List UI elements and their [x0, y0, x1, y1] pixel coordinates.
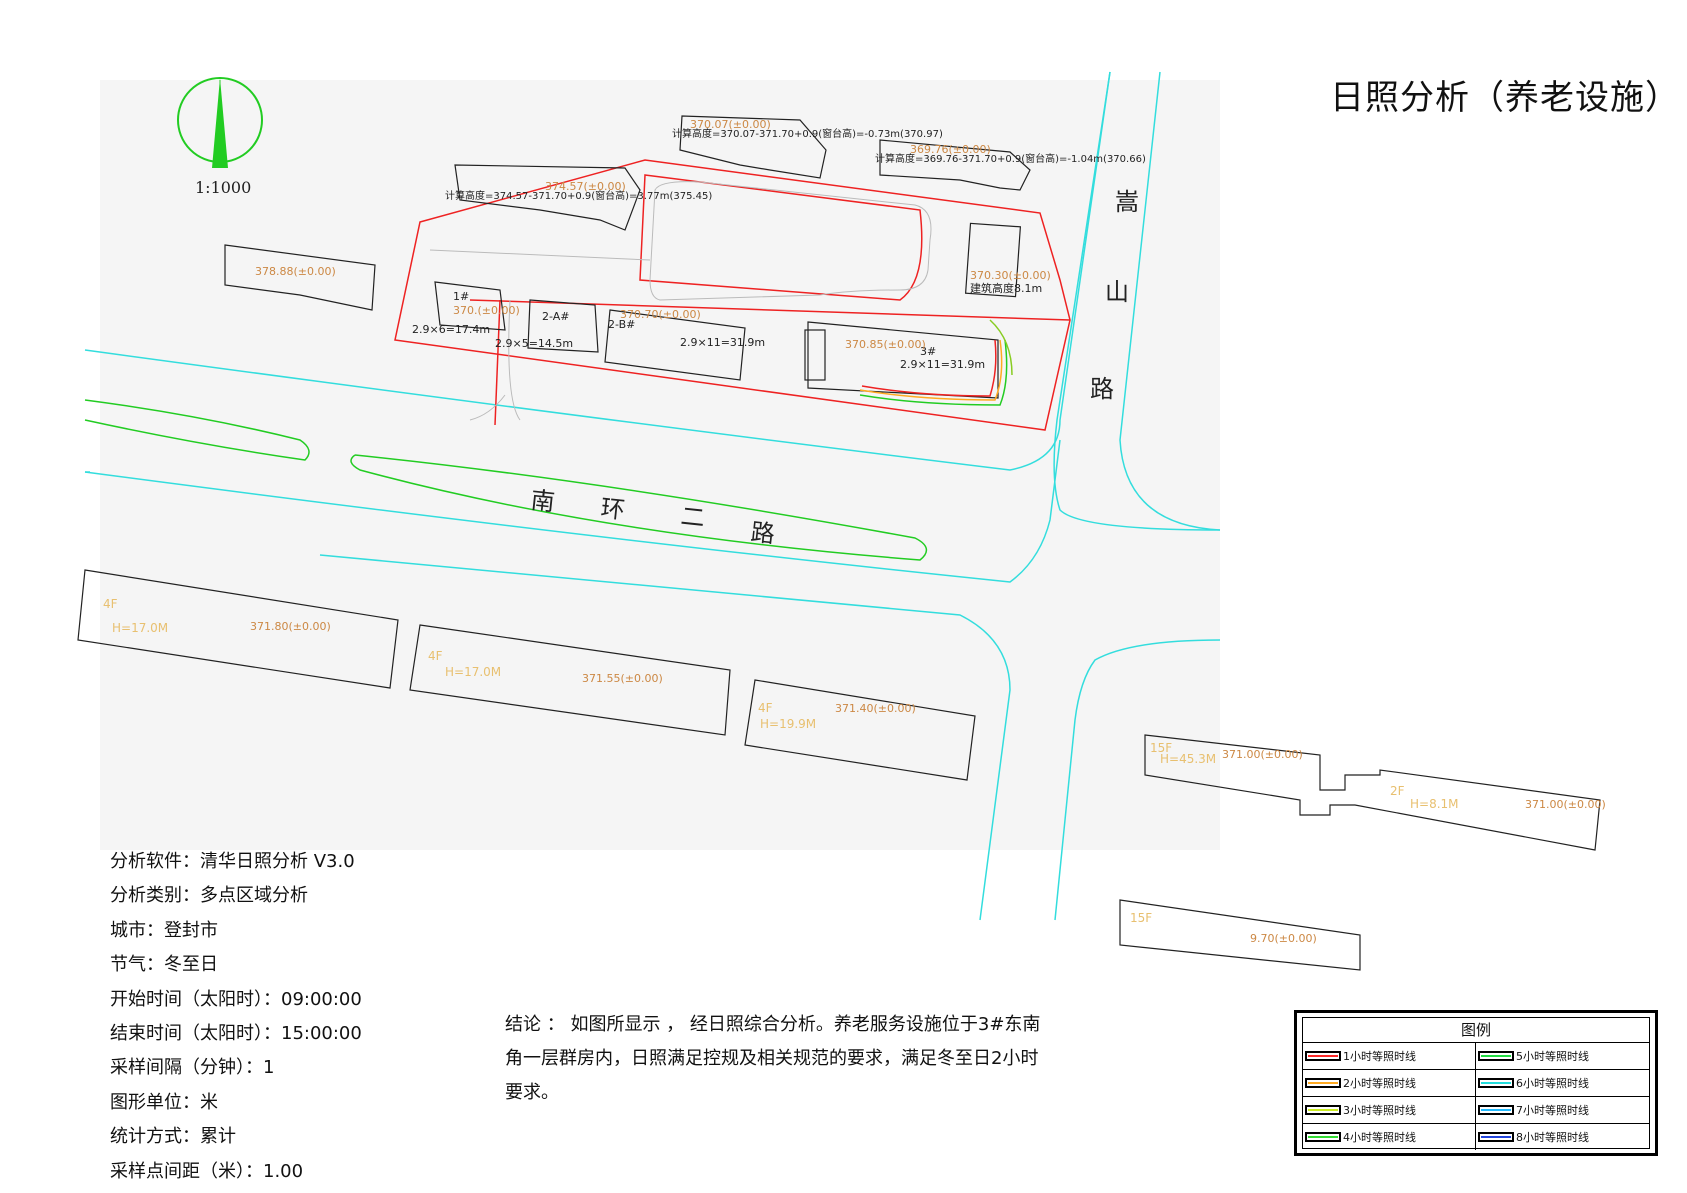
- b3-id: 3#: [920, 345, 936, 358]
- legend-item-label: 2小时等照时线: [1343, 1077, 1416, 1090]
- param-software: 分析软件：清华日照分析 V3.0: [110, 851, 355, 872]
- north-2-calc: 计算高度=369.76-371.70+0.9(窗台高)=-1.04m(370.6…: [875, 152, 1146, 165]
- legend-item-label: 5小时等照时线: [1516, 1050, 1589, 1063]
- road-medians: [84, 399, 928, 561]
- sunlight-contours: [859, 319, 1013, 406]
- legend-swatch-icon: [1478, 1051, 1514, 1061]
- north-1-calc: 计算高度=370.07-371.70+0.9(窗台高)=-0.73m(370.9…: [672, 127, 943, 140]
- b2b-label: 370.70(±0.00): [620, 308, 701, 321]
- legend-item: 6小时等照时线: [1476, 1070, 1649, 1097]
- map-background: [100, 80, 1220, 850]
- north-compass-icon: [177, 77, 263, 168]
- param-city: 城市：登封市: [110, 919, 218, 941]
- se1-floors: 15F: [1150, 741, 1172, 755]
- b2b-calc: 2.9×11=31.9m: [680, 336, 765, 349]
- legend-item: 1小时等照时线: [1303, 1043, 1476, 1070]
- road-name-nanhuan-2: 环: [599, 494, 626, 524]
- param-start-time: 开始时间（太阳时）：09:00:00: [110, 988, 362, 1010]
- param-unit: 图形单位：米: [110, 1091, 218, 1113]
- s3-label: 371.40(±0.00): [835, 702, 916, 715]
- conclusion-text: 结论 ： 如图所显示 ， 经日照综合分析。养老服务设施位于3#东南角一层群房内，…: [505, 1014, 1041, 1103]
- legend-item-label: 7小时等照时线: [1516, 1104, 1589, 1117]
- param-end-time: 结束时间（太阳时）：15:00:00: [110, 1022, 362, 1044]
- legend-item-label: 6小时等照时线: [1516, 1077, 1589, 1090]
- north-3-label: 374.57(±0.00): [545, 180, 626, 193]
- north-1-label: 370.07(±0.00): [690, 118, 771, 131]
- south-buildings: [77, 569, 1601, 971]
- se3-label: 9.70(±0.00): [1250, 932, 1317, 945]
- s2-height: H=17.0M: [445, 665, 501, 679]
- west-label: 378.88(±0.00): [255, 265, 336, 278]
- param-interval: 采样间隔（分钟）：1: [110, 1057, 275, 1079]
- legend-swatch-icon: [1478, 1132, 1514, 1142]
- legend-item: 7小时等照时线: [1476, 1097, 1649, 1124]
- s1-height: H=17.0M: [112, 621, 168, 635]
- building-labels: 370.07(±0.00) 计算高度=370.07-371.70+0.9(窗台高…: [103, 118, 1606, 945]
- param-solar-term: 节气：冬至日: [110, 954, 218, 976]
- road-name-songshan-2: 山: [1105, 278, 1129, 306]
- b2b-id: 2-B#: [608, 318, 635, 331]
- se2-height: H=8.1M: [1410, 797, 1459, 811]
- s3-height: H=19.9M: [760, 717, 816, 731]
- s2-label: 371.55(±0.00): [582, 672, 663, 685]
- s1-floors: 4F: [103, 597, 118, 611]
- se1-height: H=45.3M: [1160, 752, 1216, 766]
- legend-title: 图例: [1303, 1018, 1649, 1043]
- b1-label: 370.(±0.00): [453, 304, 520, 317]
- road-names: 嵩 山 路 南 环 二 路: [529, 188, 1139, 548]
- param-statistics: 统计方式：累计: [110, 1126, 236, 1148]
- east-small-label: 370.30(±0.00): [970, 269, 1051, 282]
- north-3-calc: 计算高度=374.57-371.70+0.9(窗台高)=3.77m(375.45…: [445, 189, 712, 202]
- b2-calc: 2.9×5=14.5m: [495, 337, 573, 350]
- legend-swatch-icon: [1305, 1051, 1341, 1061]
- legend-grid: 1小时等照时线 5小时等照时线 2小时等照时线 6小时等照时线 3小时等照时线 7小时等照…: [1303, 1043, 1649, 1150]
- east-small-height: 建筑高度8.1m: [970, 281, 1042, 295]
- internal-roads: [429, 181, 932, 421]
- analysis-params: 分析软件：清华日照分析 V3.0 分析类别：多点区域分析 城市：登封市 节气：冬…: [110, 845, 362, 1189]
- se2-floors: 2F: [1390, 784, 1405, 798]
- se3-floors: 15F: [1130, 911, 1152, 925]
- legend-swatch-icon: [1478, 1105, 1514, 1115]
- se1-label: 371.00(±0.00): [1222, 748, 1303, 761]
- road-name-nanhuan-3: 二: [679, 502, 706, 532]
- param-spacing: 采样点间距（米）：1.00: [110, 1160, 304, 1182]
- legend-item: 4小时等照时线: [1303, 1124, 1476, 1150]
- road-lines: [84, 71, 1221, 921]
- page-title: 日照分析（养老设施）: [1330, 78, 1680, 118]
- road-name-nanhuan-1: 南: [529, 486, 556, 516]
- road-name-songshan-3: 路: [1090, 375, 1114, 403]
- legend-item-label: 4小时等照时线: [1343, 1131, 1416, 1144]
- existing-buildings: [224, 115, 1031, 311]
- legend-swatch-icon: [1478, 1078, 1514, 1088]
- b3-calc: 2.9×11=31.9m: [900, 358, 985, 371]
- legend-item-label: 1小时等照时线: [1343, 1050, 1416, 1063]
- legend-swatch-icon: [1305, 1078, 1341, 1088]
- scale-label: 1:1000: [195, 178, 252, 197]
- legend-swatch-icon: [1305, 1132, 1341, 1142]
- legend: 图例 1小时等照时线 5小时等照时线 2小时等照时线 6小时等照时线 3小时等照时线 7小…: [1294, 1010, 1658, 1156]
- s3-floors: 4F: [758, 701, 773, 715]
- legend-swatch-icon: [1305, 1105, 1341, 1115]
- b3-label: 370.85(±0.00): [845, 338, 926, 351]
- b2-id: 2-A#: [542, 310, 569, 323]
- param-category: 分析类别：多点区域分析: [110, 885, 308, 907]
- legend-item: 5小时等照时线: [1476, 1043, 1649, 1070]
- b1-calc: 2.9×6=17.4m: [412, 323, 490, 336]
- legend-item: 2小时等照时线: [1303, 1070, 1476, 1097]
- legend-item: 8小时等照时线: [1476, 1124, 1649, 1150]
- road-name-nanhuan-4: 路: [749, 518, 776, 548]
- b1-id: 1#: [453, 290, 469, 303]
- se2-label: 371.00(±0.00): [1525, 798, 1606, 811]
- legend-item-label: 8小时等照时线: [1516, 1131, 1589, 1144]
- north-2-label: 369.76(±0.00): [910, 143, 991, 156]
- legend-item-label: 3小时等照时线: [1343, 1104, 1416, 1117]
- s1-label: 371.80(±0.00): [250, 620, 331, 633]
- legend-item: 3小时等照时线: [1303, 1097, 1476, 1124]
- project-buildings: [434, 281, 999, 399]
- road-name-songshan-1: 嵩: [1115, 188, 1139, 216]
- s2-floors: 4F: [428, 649, 443, 663]
